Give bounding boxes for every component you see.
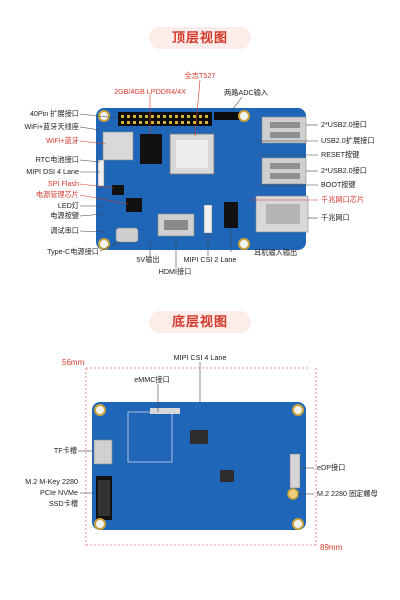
dimension-width: 89mm	[320, 543, 343, 552]
tf-slot	[93, 439, 113, 465]
label-gbe-chip: 千兆网口芯片	[321, 195, 364, 204]
label-spi-flash: SPI Flash	[48, 179, 79, 188]
label-gpio: 40Pin 扩展接口	[30, 109, 79, 118]
label-usb-expansion: USB2.0扩展接口	[321, 136, 375, 145]
label-boot: BOOT按键	[321, 180, 356, 189]
label-m2-line3: SSD卡槽	[49, 499, 78, 508]
label-audio: 耳机输入输出	[254, 248, 297, 257]
label-5v-out: 5V输出	[136, 255, 159, 264]
label-m2-line2: PCIe NVMe	[40, 488, 78, 497]
top-view-title: 顶层视图	[149, 27, 251, 49]
label-m2-line1: M.2 M-Key 2280	[25, 477, 78, 486]
label-power-button: 电源按键	[50, 211, 79, 220]
usb-port-mid	[261, 157, 307, 185]
label-pmic: 电源管理芯片	[36, 190, 79, 199]
edp-connector	[289, 453, 301, 489]
top-bottom-labels: 5V输出 MIPI CSI 2 Lane HDMI接口	[136, 255, 236, 276]
label-hdmi: HDMI接口	[159, 267, 192, 276]
label-csi2: MIPI CSI 2 Lane	[184, 255, 237, 264]
wifi-module	[102, 131, 134, 161]
label-wifi-bt: WiFi+蓝牙	[46, 136, 79, 145]
top-top-labels: 全志T527 2GB/4GB LPDDR4/4X 两路ADC输入	[114, 71, 268, 97]
label-wifi-antenna: WiFi+蓝牙天线座	[24, 122, 79, 131]
label-typec: Type-C电源接口	[47, 247, 99, 256]
label-reset: RESET按键	[321, 150, 359, 159]
bottom-view-title: 底层视图	[149, 311, 251, 333]
label-mipi-dsi: MIPI DSI 4 Lane	[26, 167, 79, 176]
label-usb2-b: 2*USB2.0接口	[321, 166, 367, 175]
label-soc: 全志T527	[185, 71, 216, 80]
label-usb2-a: 2*USB2.0接口	[321, 120, 367, 129]
label-debug-uart: 调试串口	[50, 226, 79, 235]
label-emmc: eMMC接口	[134, 375, 170, 384]
ram-chip	[140, 134, 162, 164]
label-led: LED灯	[58, 201, 79, 210]
dimension-height: 56mm	[62, 358, 85, 367]
label-m2-screw: M.2 2280 固定螺母	[317, 489, 378, 498]
label-tf: TF卡槽	[54, 446, 77, 455]
dimensions: 56mm 89mm	[62, 358, 343, 552]
label-rtc: RTC电池接口	[36, 155, 79, 164]
label-ram: 2GB/4GB LPDDR4/4X	[114, 87, 186, 96]
m2-screw	[287, 488, 299, 500]
top-left-labels: 40Pin 扩展接口 WiFi+蓝牙天线座 WiFi+蓝牙 RTC电池接口 MI…	[24, 109, 99, 256]
label-edp: eDP接口	[317, 463, 345, 472]
usb-port-top	[261, 116, 307, 144]
top-right-labels: 2*USB2.0接口 USB2.0扩展接口 RESET按键 2*USB2.0接口…	[254, 120, 375, 257]
top-board	[96, 108, 309, 250]
label-csi4: MIPI CSI 4 Lane	[174, 353, 227, 362]
label-adc: 两路ADC输入	[224, 88, 268, 97]
label-gbe: 千兆网口	[321, 213, 350, 222]
bottom-board	[92, 402, 306, 530]
bottom-labels: MIPI CSI 4 Lane eMMC接口 TF卡槽 M.2 M-Key 22…	[25, 353, 377, 508]
